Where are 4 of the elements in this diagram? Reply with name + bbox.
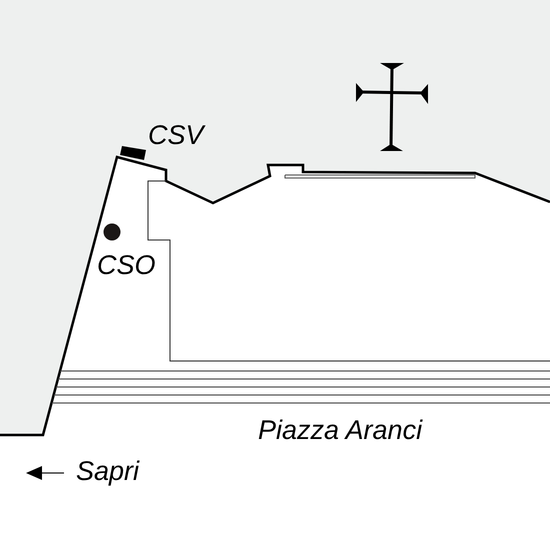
site-label: CSV <box>148 122 204 149</box>
place-label: Sapri <box>76 458 140 485</box>
site-label: CSO <box>97 252 156 279</box>
place-label: Piazza Aranci <box>258 417 422 444</box>
